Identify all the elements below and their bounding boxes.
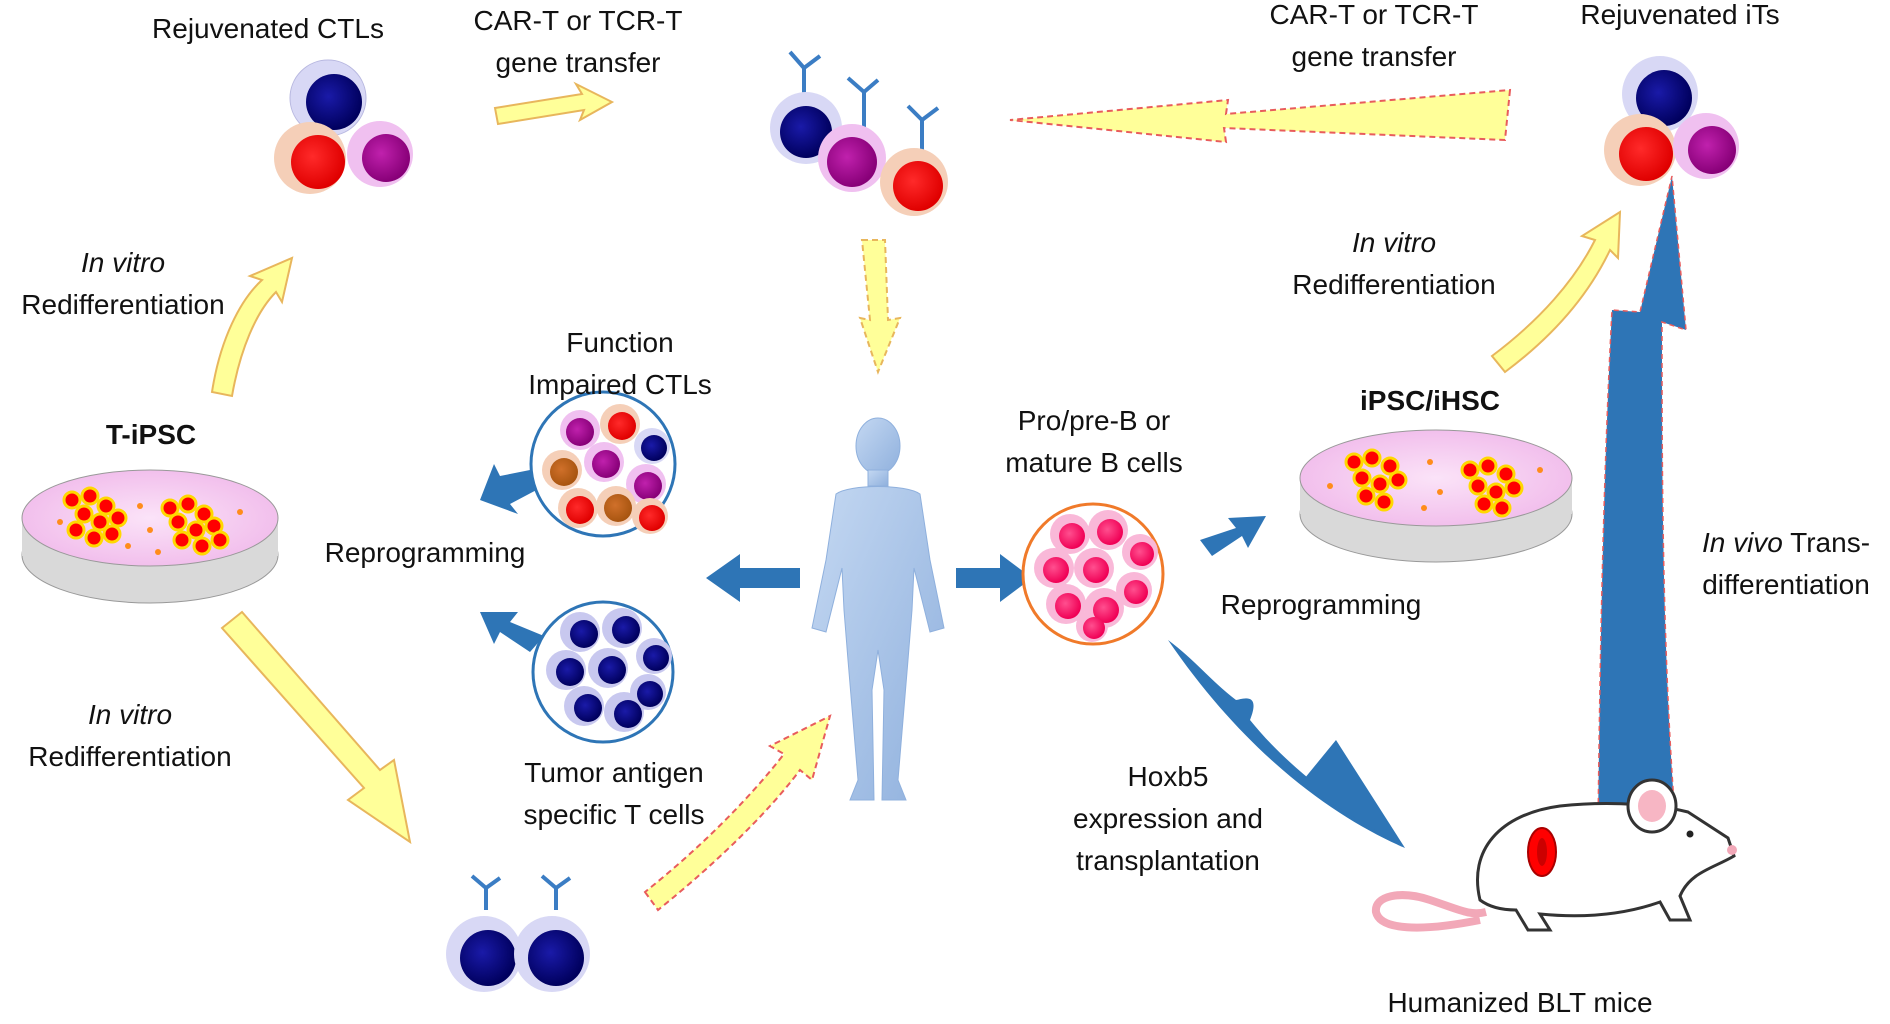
arrow-patient-right <box>956 554 1032 602</box>
tumor-specific-t-cells-circle <box>531 600 675 744</box>
rejuvenated-its-label: Rejuvenated iTs <box>1580 0 1780 30</box>
arrow-up-to-patient <box>643 714 832 912</box>
arrow-to-tumor-specific <box>480 612 544 652</box>
arrow-car-t-left <box>493 81 615 126</box>
car-t-left-label: CAR-T or TCR-T gene transfer <box>473 5 683 78</box>
arrow-hoxb5 <box>1168 640 1405 848</box>
car-t-cells-cluster <box>770 50 948 216</box>
t-ipsc-label: T-iPSC <box>105 419 197 450</box>
t-ipsc-dish <box>21 469 279 604</box>
arrow-b-to-ipsc <box>1200 516 1266 556</box>
tumor-specific-label: Tumor antigen specific T cells <box>523 757 705 830</box>
function-impaired-label: Function Impaired CTLs <box>528 327 712 400</box>
arrow-in-vivo-up <box>1597 175 1687 831</box>
arrow-car-t-right <box>1009 88 1512 144</box>
b-cells-circle <box>1021 502 1165 646</box>
hoxb5-label: Hoxb5 expression and transplantation <box>1073 761 1263 876</box>
ipsc-ihsc-dish <box>1299 429 1573 563</box>
arrow-patient-left <box>706 554 800 602</box>
arrow-down-to-patient <box>858 239 902 375</box>
rejuvenated-its-cluster <box>1604 56 1739 186</box>
in-vitro-top-right-label: In vitro Redifferentiation <box>1292 227 1496 300</box>
arrow-tipsc-up <box>210 256 294 398</box>
in-vivo-label: In vivo Trans- differentiation <box>1701 527 1871 600</box>
humanized-blt-label: Humanized BLT mice <box>1387 987 1653 1018</box>
humanized-mouse <box>1372 778 1737 932</box>
ipsc-ihsc-label: iPSC/iHSC <box>1359 385 1501 416</box>
in-vitro-top-left-label: In vitro Redifferentiation <box>21 247 225 320</box>
rejuvenated-ctls-cluster <box>274 59 413 194</box>
car-t-right-label: CAR-T or TCR-T gene transfer <box>1269 0 1479 72</box>
reprogramming-left-label: Reprogramming <box>324 537 526 568</box>
in-vitro-bottom-left-label: In vitro Redifferentiation <box>28 699 232 772</box>
function-impaired-ctls-circle <box>529 390 677 538</box>
pro-pre-b-label: Pro/pre-B or mature B cells <box>1005 405 1183 478</box>
reprogramming-right-label: Reprogramming <box>1220 589 1422 620</box>
arrow-ipsc-up <box>1490 210 1622 374</box>
tcr-t-cells-bottom <box>446 874 590 992</box>
rejuvenated-ctls-label: Rejuvenated CTLs <box>152 13 384 44</box>
arrow-to-function-impaired <box>480 464 544 514</box>
arrow-tipsc-down <box>220 610 412 845</box>
human-figure <box>811 417 945 801</box>
